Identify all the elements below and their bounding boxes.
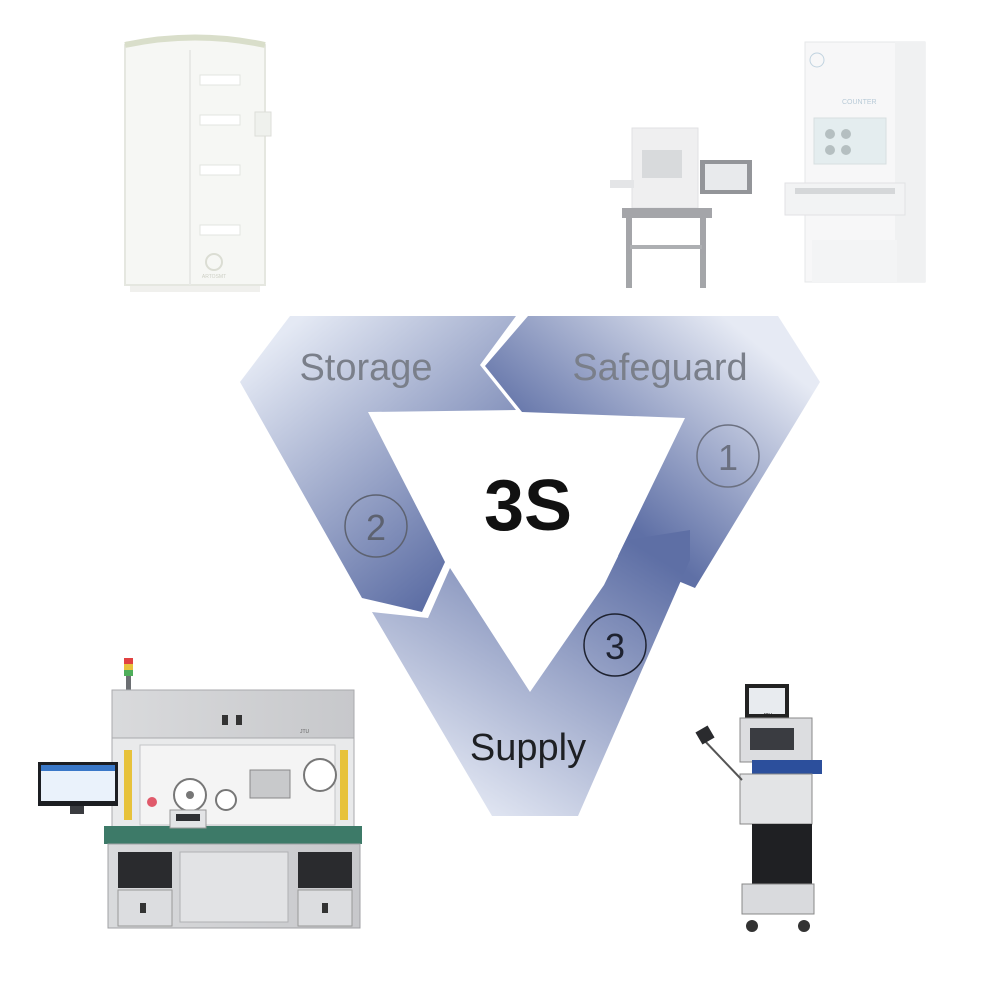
step-3-badge: 3 xyxy=(583,613,647,677)
safeguard-band xyxy=(485,316,820,588)
step-2-badge: 2 xyxy=(344,494,408,558)
step-1-number: 1 xyxy=(718,437,738,478)
storage-label: Storage xyxy=(299,347,432,389)
tower-brand-text: ARTOSMT xyxy=(202,274,226,280)
supply-band xyxy=(372,530,690,816)
step-1-badge: 1 xyxy=(696,424,760,488)
cart-brand-text: JTU xyxy=(763,713,773,719)
labeling-station-image: JTU xyxy=(38,658,362,929)
storage-band xyxy=(240,316,516,612)
xray-counter-image: COUNTER xyxy=(610,41,926,288)
center-label: 3S xyxy=(484,466,572,546)
tower-cabinet-image: ARTOSMT xyxy=(124,34,272,292)
counter-brand-text: COUNTER xyxy=(842,99,877,106)
reel-cart-image: JTU xyxy=(695,684,822,932)
safeguard-label: Safeguard xyxy=(572,347,747,389)
supply-label: Supply xyxy=(470,727,586,769)
cycle-bands xyxy=(240,316,820,816)
step-3-number: 3 xyxy=(605,626,625,667)
station-panel-text: JTU xyxy=(300,729,310,735)
step-2-number: 2 xyxy=(366,507,386,548)
